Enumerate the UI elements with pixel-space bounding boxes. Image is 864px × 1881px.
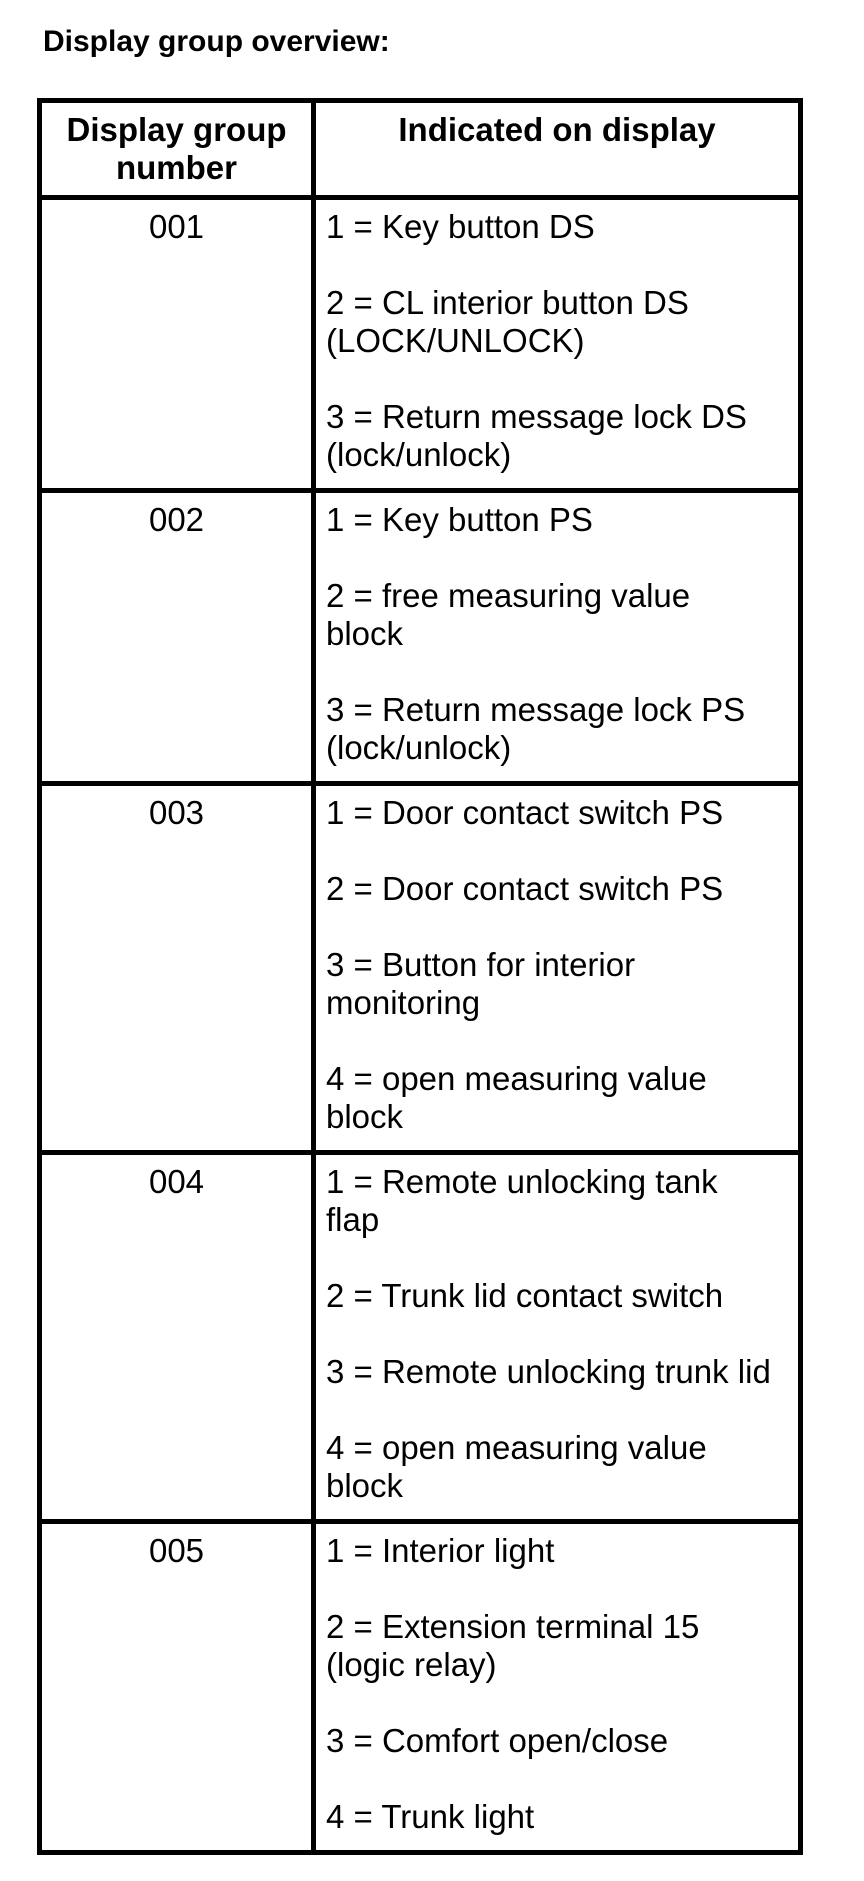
table-row-005: 005 1 = Interior light 2 = Extension ter… — [37, 1519, 803, 1855]
display-item: 4 = open measuring value block — [326, 1060, 707, 1135]
group-number-cell: 002 — [37, 488, 316, 786]
display-item: 3 = Remote unlocking trunk lid — [326, 1353, 771, 1390]
group-number-cell: 003 — [37, 781, 316, 1155]
display-items-cell: 1 = Key button DS 2 = CL interior button… — [311, 195, 803, 493]
display-item: 3 = Return message lock DS (lock/unlock) — [326, 398, 747, 473]
table-row-001: 001 1 = Key button DS 2 = CL interior bu… — [37, 195, 803, 493]
display-item: 1 = Key button DS — [326, 208, 595, 245]
display-item: 3 = Comfort open/close — [326, 1722, 669, 1759]
display-item: 2 = CL interior button DS (LOCK/UNLOCK) — [326, 284, 689, 359]
display-items-cell: 1 = Remote unlocking tank flap 2 = Trunk… — [311, 1150, 803, 1524]
display-item: 1 = Door contact switch PS — [326, 794, 724, 831]
display-item: 2 = Extension terminal 15 (logic relay) — [326, 1608, 700, 1683]
display-item: 1 = Key button PS — [326, 501, 593, 538]
group-number-cell: 001 — [37, 195, 316, 493]
display-item: 4 = Trunk light — [326, 1798, 535, 1835]
display-item: 2 = Door contact switch PS — [326, 870, 724, 907]
display-item: 3 = Return message lock PS (lock/unlock) — [326, 691, 746, 766]
header-row: Display group number Indicated on displa… — [37, 98, 803, 200]
table-row-003: 003 1 = Door contact switch PS 2 = Door … — [37, 781, 803, 1155]
display-items-cell: 1 = Door contact switch PS 2 = Door cont… — [311, 781, 803, 1155]
column-header-indicated-on-display: Indicated on display — [311, 98, 803, 200]
display-item: 4 = open measuring value block — [326, 1429, 707, 1504]
column-header-display-group-number: Display group number — [37, 98, 316, 200]
table-row-002: 002 1 = Key button PS 2 = free measuring… — [37, 488, 803, 786]
display-item: 1 = Interior light — [326, 1532, 555, 1569]
display-item: 3 = Button for interior monitoring — [326, 946, 636, 1021]
display-item: 2 = free measuring value block — [326, 577, 691, 652]
table-row-004: 004 1 = Remote unlocking tank flap 2 = T… — [37, 1150, 803, 1524]
page-title: Display group overview: — [43, 25, 390, 58]
display-items-cell: 1 = Interior light 2 = Extension termina… — [311, 1519, 803, 1855]
group-number-cell: 005 — [37, 1519, 316, 1855]
display-item: 2 = Trunk lid contact switch — [326, 1277, 724, 1314]
display-group-table: Display group number Indicated on displa… — [37, 98, 803, 1855]
display-items-cell: 1 = Key button PS 2 = free measuring val… — [311, 488, 803, 786]
display-item: 1 = Remote unlocking tank flap — [326, 1163, 718, 1238]
group-number-cell: 004 — [37, 1150, 316, 1524]
